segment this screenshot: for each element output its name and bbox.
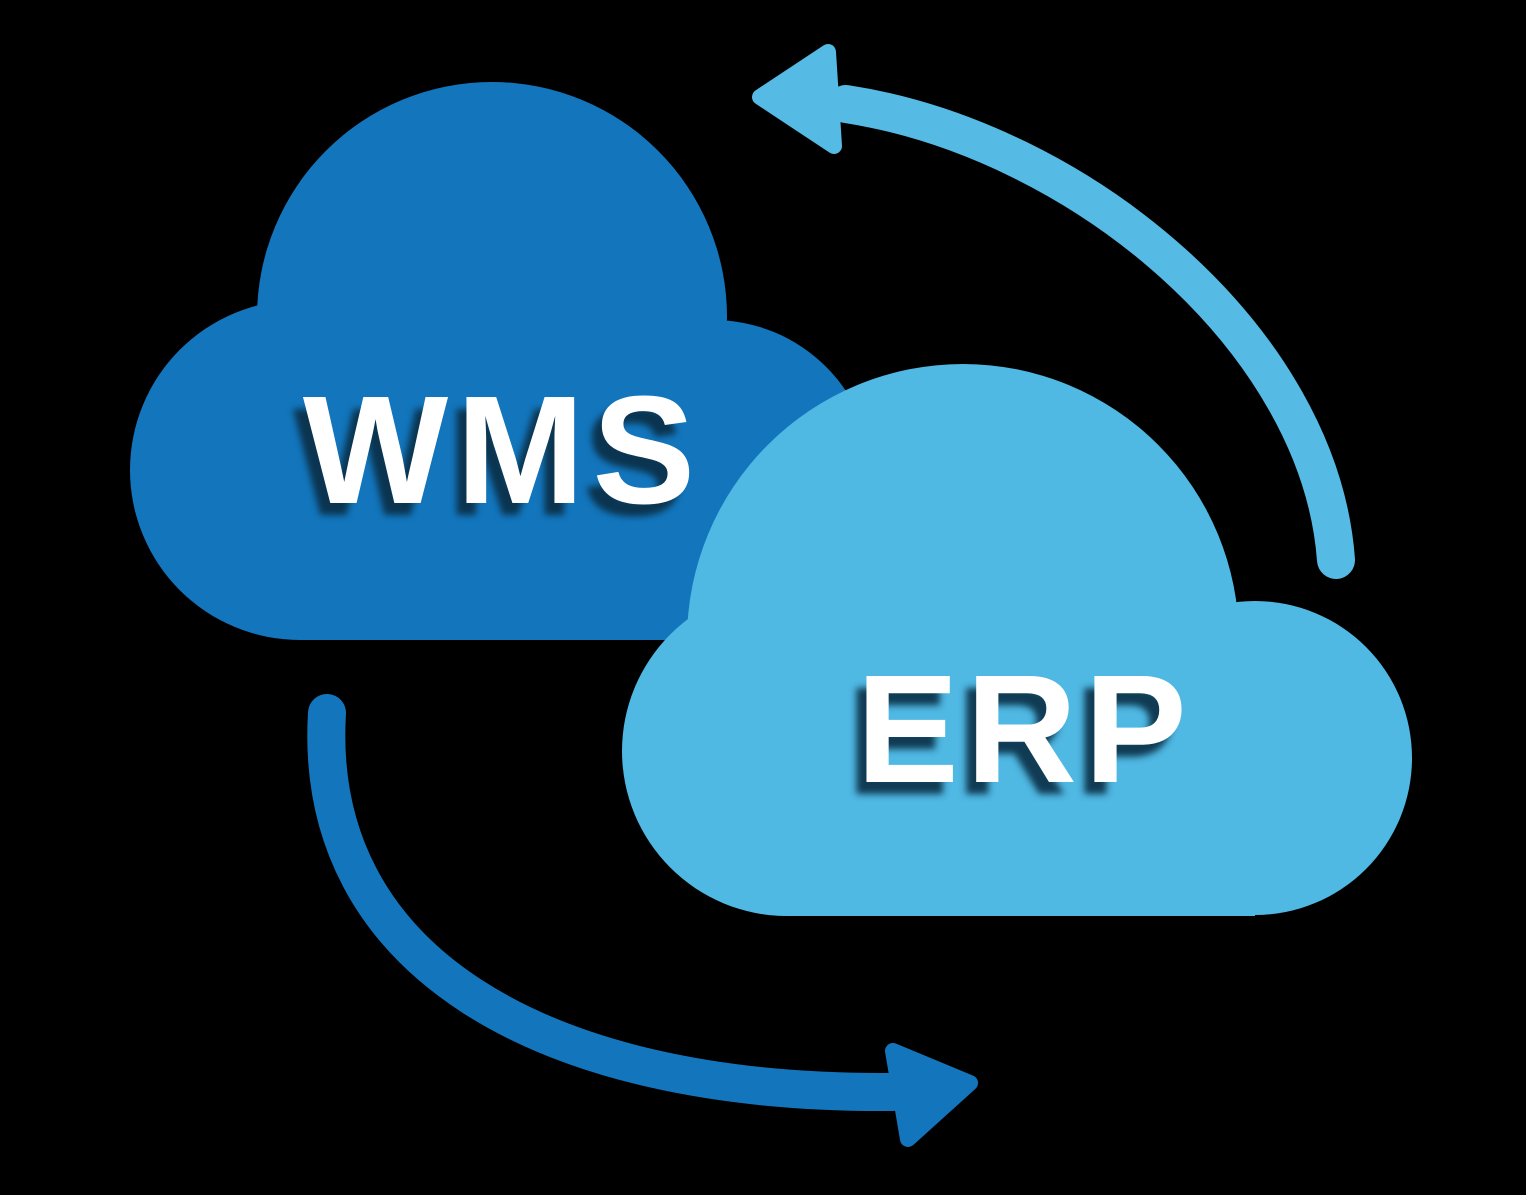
sync-arrow-bottom [307, 694, 978, 1147]
sync-arrow-bottom-shaft [307, 694, 912, 1112]
arrowhead-right-icon [885, 1043, 978, 1147]
erp-cloud [622, 364, 1412, 916]
wms-cloud-body [300, 450, 713, 640]
erp-cloud-body [787, 680, 1255, 916]
sync-arrow-top [752, 44, 1355, 579]
erp-label: ERP [856, 643, 1194, 815]
arrowhead-left-icon [752, 44, 842, 154]
wms-cloud [130, 82, 873, 640]
wms-label: WMS [302, 364, 704, 536]
sync-arrow-top-shaft [827, 85, 1355, 579]
